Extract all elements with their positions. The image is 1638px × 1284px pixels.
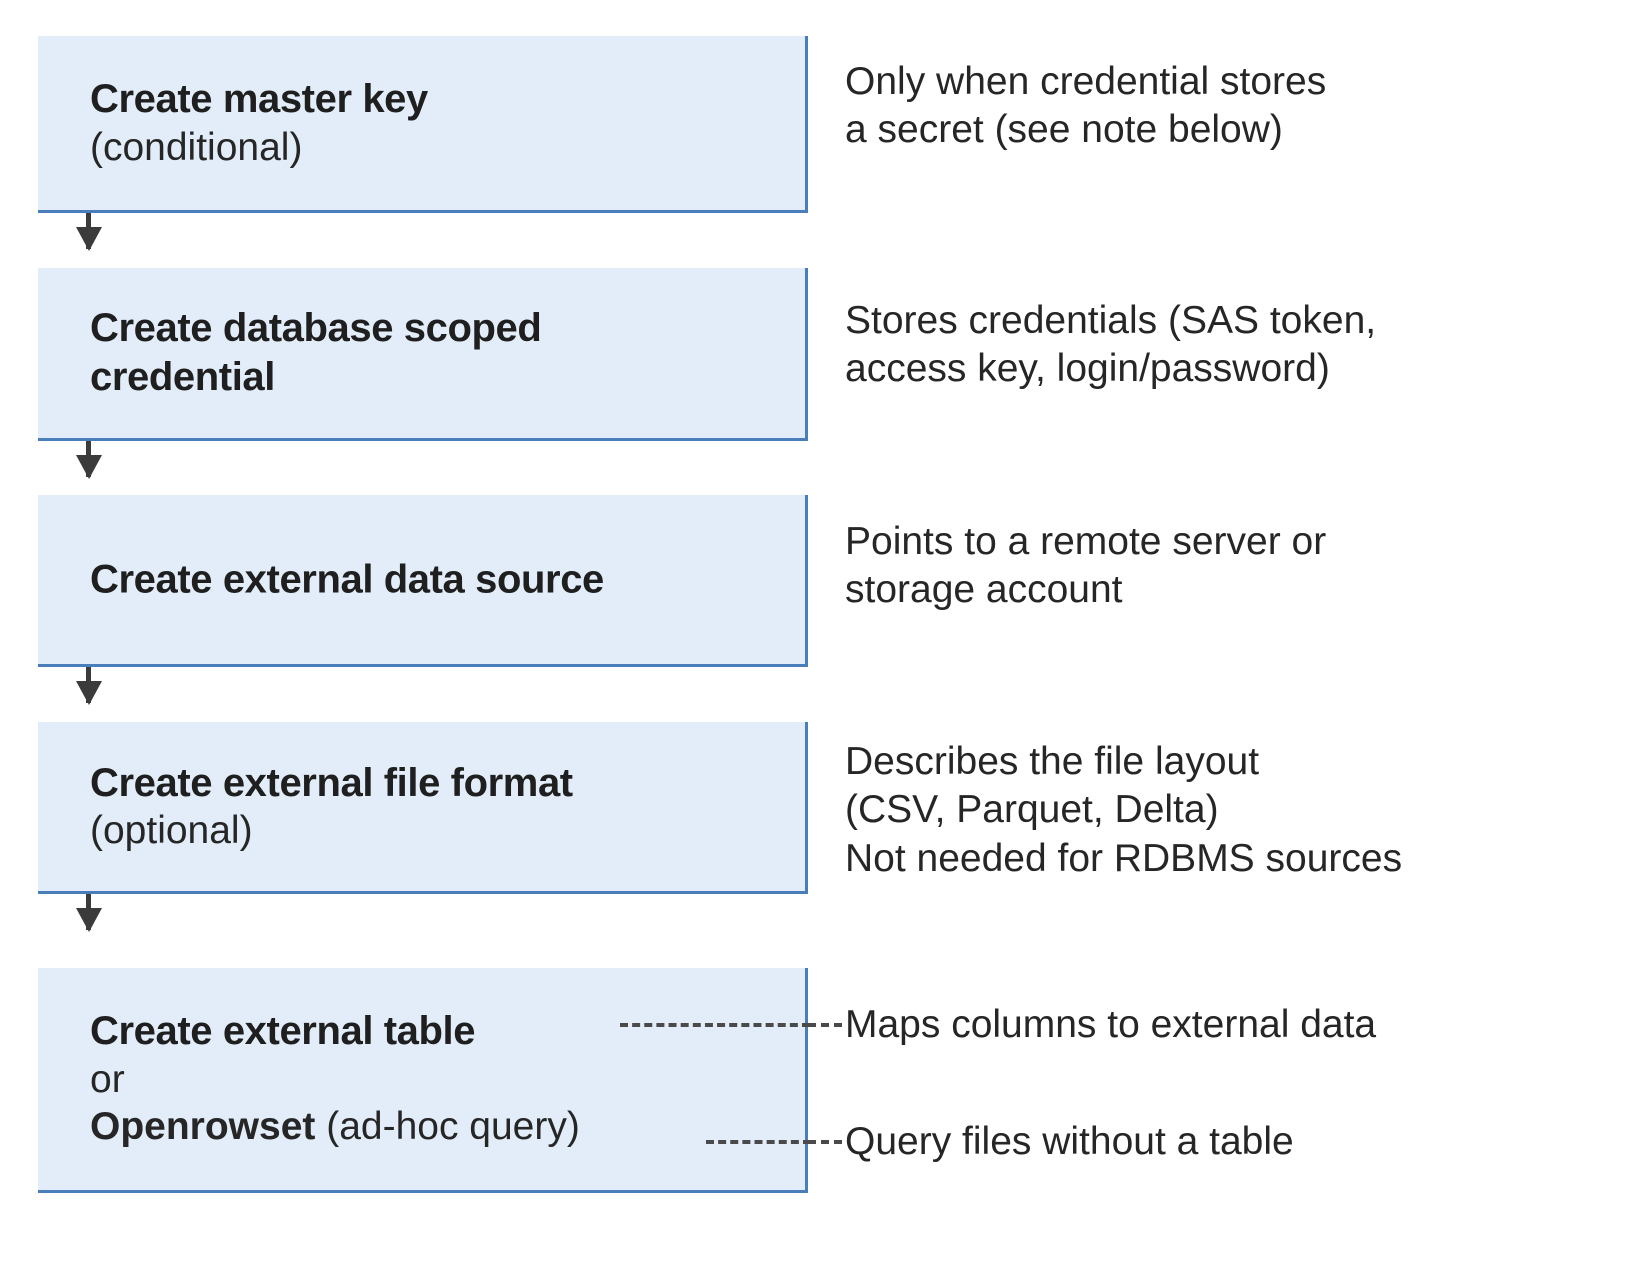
step-title: Create master key bbox=[90, 76, 428, 121]
step-box-create-external-table-or-openrowset[interactable]: Create external table or Openrowset (ad-… bbox=[38, 968, 808, 1193]
dashed-connector-external-table bbox=[620, 1023, 810, 1027]
step-alt-title: Openrowset bbox=[90, 1105, 316, 1149]
arrow-step3-to-step4 bbox=[86, 667, 91, 703]
arrow-step2-to-step3 bbox=[86, 441, 91, 477]
note-openrowset: Query files without a table bbox=[845, 1120, 1294, 1163]
note-create-external-data-source: Points to a remote server or storage acc… bbox=[845, 520, 1327, 612]
step-box-create-external-file-format[interactable]: Create external file format (optional) bbox=[38, 722, 808, 894]
step-box-content: Create external file format (optional) bbox=[90, 758, 795, 854]
arrow-step1-to-step2 bbox=[86, 213, 91, 249]
step-alt-title-line: Openrowset (ad-hoc query) bbox=[90, 1103, 795, 1151]
dashed-connector-openrowset bbox=[706, 1140, 811, 1144]
note-create-external-file-format: Describes the file layout (CSV, Parquet,… bbox=[845, 740, 1403, 880]
dashed-connector-external-table-right bbox=[808, 1023, 842, 1027]
step-box-content: Create external data source bbox=[90, 555, 795, 604]
step-box-content: Create master key (conditional) bbox=[90, 75, 795, 171]
note-create-external-table: Maps columns to external data bbox=[845, 1003, 1377, 1046]
note-create-master-key: Only when credential stores a secret (se… bbox=[845, 60, 1327, 152]
step-box-create-external-data-source[interactable]: Create external data source bbox=[38, 495, 808, 667]
step-alt-suffix: (ad-hoc query) bbox=[315, 1105, 580, 1149]
step-title: Create database scoped credential bbox=[90, 306, 542, 399]
step-title: Create external table bbox=[90, 1009, 476, 1054]
note-create-database-scoped-credential: Stores credentials (SAS token, access ke… bbox=[845, 299, 1377, 391]
step-subtitle: (optional) bbox=[90, 809, 253, 853]
step-box-content: Create database scoped credential bbox=[90, 304, 795, 402]
step-box-content: Create external table or Openrowset (ad-… bbox=[90, 1007, 795, 1151]
arrow-step4-to-step5 bbox=[86, 894, 91, 930]
step-box-create-database-scoped-credential[interactable]: Create database scoped credential bbox=[38, 268, 808, 441]
step-title: Create external file format bbox=[90, 760, 573, 805]
step-box-create-master-key[interactable]: Create master key (conditional) bbox=[38, 36, 808, 213]
step-connector-word: or bbox=[90, 1057, 125, 1101]
dashed-connector-openrowset-right bbox=[808, 1140, 842, 1144]
step-subtitle: (conditional) bbox=[90, 125, 303, 169]
step-title: Create external data source bbox=[90, 557, 604, 602]
